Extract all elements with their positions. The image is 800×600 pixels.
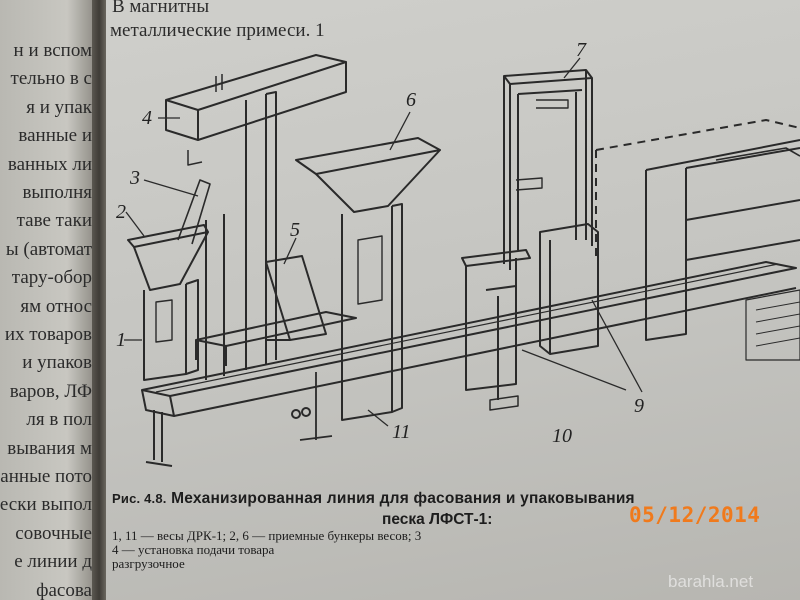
figure-caption: Рис. 4.8. Механизированная линия для фас… xyxy=(112,490,800,571)
figure-label-3: 3 xyxy=(129,167,140,189)
left-page-line: ля в пол xyxy=(26,409,92,431)
top-text-line: В магнитны xyxy=(112,0,210,17)
left-page-line: ы (автомат xyxy=(5,238,92,260)
left-page-line: таве таки xyxy=(16,210,92,232)
left-page-line: ям относ xyxy=(20,295,92,317)
watermark: barahla.net xyxy=(668,572,754,591)
left-page-line: и упаков xyxy=(22,352,92,374)
figure-label-10: 10 xyxy=(552,425,572,447)
book-gutter xyxy=(92,0,108,600)
right-page: В магнитны металлические примеси. 1 xyxy=(106,0,800,600)
left-page-line: ванные и xyxy=(18,125,92,147)
left-page-line: е линии д xyxy=(14,551,92,573)
caption-legend-line: разгрузочное xyxy=(112,556,185,571)
caption-legend-line: 4 — установка подачи товара xyxy=(112,542,275,557)
caption-title: Механизированная линия для фасования и у… xyxy=(171,490,635,507)
caption-title-line-2: песка ЛФСТ-1: xyxy=(382,511,493,528)
left-page-line: фасова xyxy=(36,579,92,600)
left-page-line: совочные xyxy=(15,522,92,544)
figure-label-9: 9 xyxy=(634,395,644,417)
caption-title-line-1: Рис. 4.8. Механизированная линия для фас… xyxy=(112,490,800,508)
left-page-line: тельно в с xyxy=(10,68,92,90)
left-page-line: анные пото xyxy=(0,466,92,487)
figure-label-11: 11 xyxy=(392,421,411,443)
figure-label-2: 2 xyxy=(116,201,126,223)
figure-label-6: 6 xyxy=(406,89,416,111)
left-page: н и вспом тельно в с я и упак ванные и ванны… xyxy=(0,0,96,600)
left-page-line: вывания м xyxy=(7,437,92,459)
left-page-line: ванных ли xyxy=(7,153,92,175)
left-page-line: я и упак xyxy=(26,96,92,118)
caption-legend-line: 1, 11 — весы ДРК-1; 2, 6 — приемные бунк… xyxy=(112,528,422,543)
left-page-line: н и вспом xyxy=(13,40,92,61)
left-page-line: тару-обор xyxy=(11,267,92,289)
left-page-line: их товаров xyxy=(4,324,92,345)
left-page-line: ески выпол xyxy=(0,494,92,516)
line-illustration: 1 2 3 4 5 6 7 9 10 11 xyxy=(116,39,800,467)
figure-label-7: 7 xyxy=(576,39,587,61)
date-stamp: 05/12/2014 xyxy=(629,503,761,527)
figure-label-5: 5 xyxy=(290,219,300,241)
caption-prefix: Рис. 4.8. xyxy=(112,491,167,506)
left-page-line: варов, ЛФ xyxy=(9,380,92,402)
left-page-line: выполня xyxy=(22,182,92,203)
figure-label-4: 4 xyxy=(142,107,152,129)
top-text-line: металлические примеси. 1 xyxy=(110,20,325,41)
figure-label-1: 1 xyxy=(116,329,126,351)
